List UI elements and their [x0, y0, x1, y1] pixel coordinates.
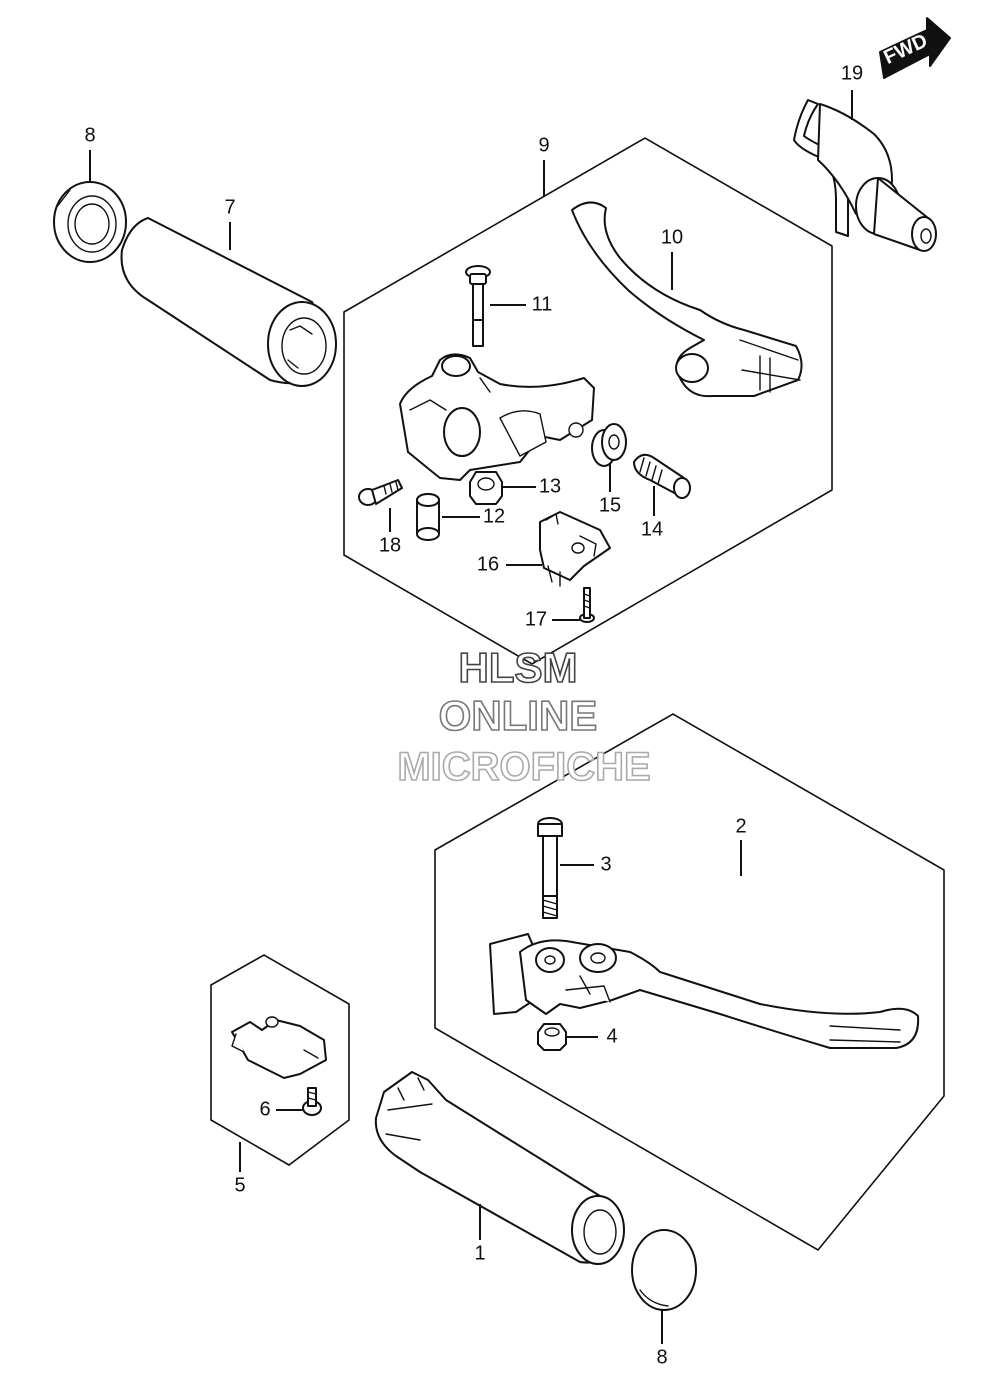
callout-8-bottom: 8	[656, 1346, 667, 1368]
part-19-cable-boot	[793, 99, 937, 252]
callout-8-top: 8	[84, 124, 95, 146]
callout-9: 9	[538, 134, 549, 156]
part-18-bolt	[358, 479, 403, 506]
callout-5: 5	[234, 1174, 245, 1196]
callout-6: 6	[259, 1098, 270, 1120]
callout-11: 11	[532, 293, 553, 315]
part-11-pivot-bolt	[465, 265, 491, 347]
group-outline-2	[434, 713, 945, 1252]
callout-17: 17	[525, 608, 547, 630]
part-6-screw	[302, 1087, 322, 1116]
callout-12: 12	[483, 505, 505, 527]
callout-4: 4	[606, 1025, 617, 1047]
part-5-brake-switch	[231, 1016, 327, 1079]
callout-14: 14	[641, 518, 663, 540]
callout-16: 16	[477, 553, 499, 575]
watermark-line-3: MICROFICHE	[397, 745, 650, 789]
callout-15: 15	[599, 494, 621, 516]
fwd-direction-arrow: FWD	[879, 17, 951, 79]
part-8-end-cap-top	[53, 181, 127, 263]
callout-18: 18	[379, 534, 401, 556]
callout-13: 13	[539, 475, 561, 497]
watermark-line-1: HLSM	[459, 644, 578, 691]
watermark-line-2: ONLINE	[439, 692, 598, 739]
callout-1: 1	[474, 1242, 485, 1264]
part-16-clutch-switch	[539, 511, 611, 587]
part-2-brake-lever	[489, 933, 920, 1049]
part-9-lever-holder	[399, 353, 595, 481]
part-12-collar	[416, 493, 440, 541]
callout-10: 10	[661, 226, 683, 248]
part-8-end-cap-bottom	[631, 1229, 697, 1311]
part-15-adjuster-nut	[591, 423, 627, 467]
part-10-clutch-lever	[571, 201, 803, 398]
callout-7: 7	[224, 196, 235, 218]
group-outline-5	[210, 954, 350, 1166]
callout-2: 2	[735, 815, 746, 837]
part-13-nut	[469, 471, 503, 505]
callout-3: 3	[600, 853, 611, 875]
part-14-adjuster-bolt	[633, 453, 691, 499]
part-4-nut	[537, 1023, 567, 1051]
part-17-screw	[579, 587, 595, 623]
part-3-pivot-bolt	[537, 817, 563, 919]
part-7-handlebar-grip	[120, 217, 337, 387]
group-outline-9	[343, 137, 833, 665]
callout-19: 19	[841, 62, 863, 84]
part-1-throttle-grip	[374, 1071, 625, 1265]
